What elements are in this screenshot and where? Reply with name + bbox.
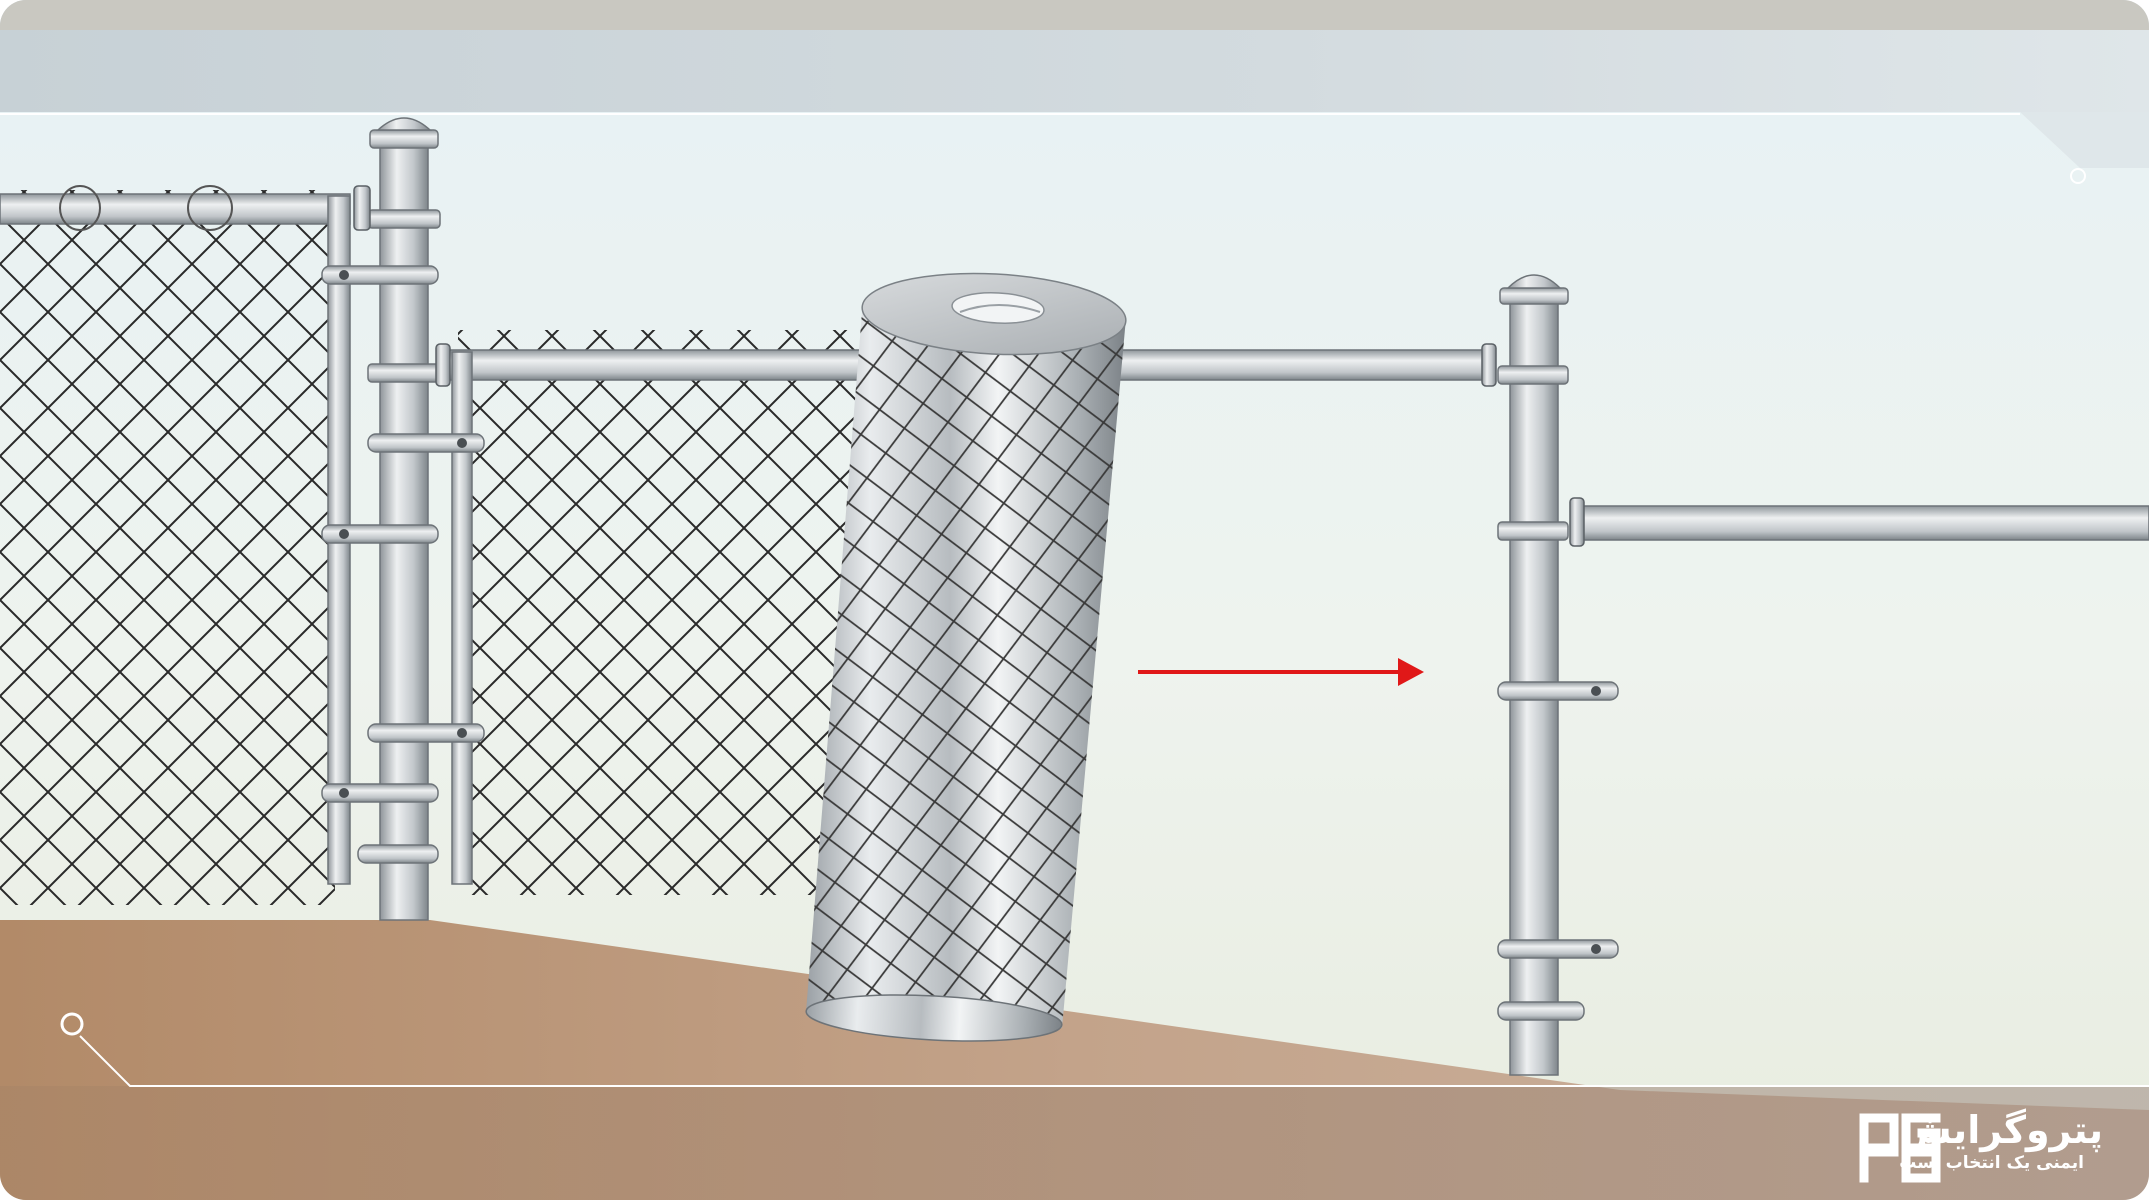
top-banner-strip [0,0,2149,30]
brand-slogan: ایمنی یک انتخاب است [1899,1153,2084,1173]
middle-mesh-panel [458,330,878,895]
ground-lower [0,1086,2149,1200]
direction-arrow-icon [1138,658,1424,686]
barbed-coil [59,185,233,231]
top-banner-corner [2020,112,2149,168]
logo-icon [1859,1113,1941,1183]
left-mesh-panel [0,190,335,905]
brand-block: پتروگرایش ایمنی یک انتخاب است [1899,1108,2103,1174]
right-low-rail [1571,505,2149,541]
band-bolts [339,270,467,798]
right-band-bolts [1591,686,1601,954]
rolled-mesh-cylinder [805,272,1127,1042]
node-circle-icon [60,1012,84,1036]
brand-name: پتروگرایش [1899,1108,2103,1152]
left-top-rail [0,193,351,225]
rail-brackets [353,185,1585,547]
middle-gate-frame [451,351,473,885]
brand-text: پتروگرایش ایمنی یک انتخاب است [1899,1108,2103,1174]
right-post-tension-bands [1497,365,1619,1021]
decorative-line [60,168,2149,1087]
